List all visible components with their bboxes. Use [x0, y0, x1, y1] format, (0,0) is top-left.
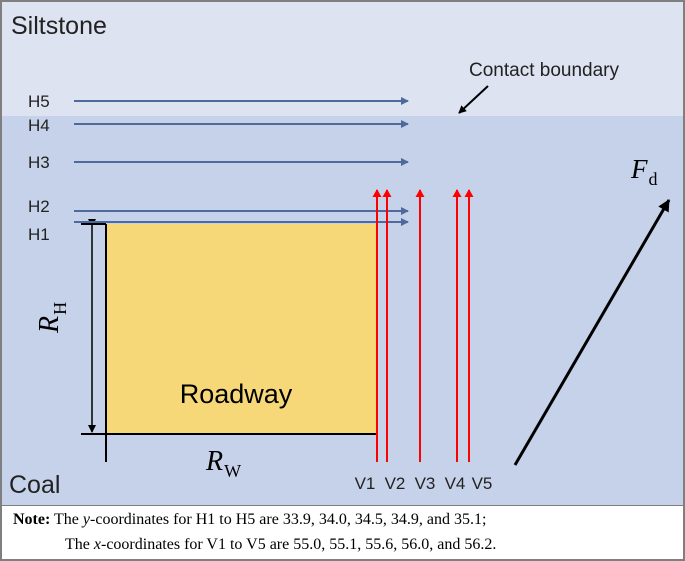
contact-boundary-label: Contact boundary	[469, 60, 619, 81]
note-line-1-post: -coordinates for H1 to H5 are 33.9, 34.0…	[90, 511, 487, 528]
contact-boundary-pointer	[458, 85, 489, 114]
coal-label: Coal	[9, 471, 60, 499]
note-line-2-post: -coordinates for V1 to V5 are 55.0, 55.1…	[100, 536, 497, 553]
width-label: RW	[205, 446, 241, 481]
note-line-2-pre: The	[65, 536, 94, 553]
v-label-v1: V1	[355, 474, 376, 493]
h-label-h5: H5	[28, 92, 50, 111]
roadway-rect	[106, 224, 377, 434]
height-label: RH	[34, 302, 70, 334]
h-label-h3: H3	[28, 153, 50, 172]
note-line-1: Note: The y-coordinates for H1 to H5 are…	[13, 511, 486, 529]
h-label-h2: H2	[28, 197, 50, 216]
note-line-1-pre: The	[54, 511, 83, 528]
note-line-2: The x-coordinates for V1 to V5 are 55.0,…	[65, 536, 496, 554]
siltstone-label: Siltstone	[11, 12, 107, 40]
v-label-v3: V3	[415, 474, 436, 493]
h-label-h1: H1	[28, 225, 50, 244]
note-label: Note:	[13, 511, 51, 528]
force-arrow	[513, 199, 671, 466]
siltstone-layer	[1, 1, 684, 116]
force-label: Fd	[630, 154, 658, 189]
v-label-v4: V4	[445, 474, 466, 493]
vertical-lines: V1 V2 V3 V4 V5	[355, 189, 493, 493]
roadway-label: Roadway	[180, 379, 293, 409]
frame-border	[0, 0, 685, 506]
note-box: Note: The y-coordinates for H1 to H5 are…	[0, 506, 685, 561]
note-line-1-var: y	[82, 511, 91, 528]
v-label-v2: V2	[385, 474, 406, 493]
v-label-v5: V5	[472, 474, 493, 493]
diagram-svg: Siltstone Coal Contact boundary Roadway …	[0, 0, 685, 506]
h-label-h4: H4	[28, 116, 50, 135]
note-line-2-var: x	[93, 536, 101, 553]
